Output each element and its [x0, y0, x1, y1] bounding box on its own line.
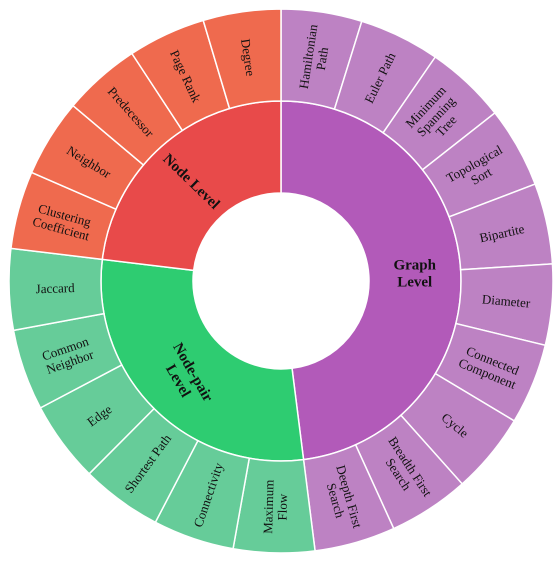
- outer-label-diameter: Diameter: [481, 291, 531, 310]
- sunburst-wedges: [8, 8, 554, 554]
- inner-label-graph-line: Graph: [393, 258, 436, 274]
- inner-label-graph-line: Level: [397, 275, 432, 291]
- outer-wedge-degree: [202, 8, 282, 110]
- outer-label-degree: Degree: [238, 38, 258, 78]
- outer-label-degree-line: Degree: [238, 38, 258, 78]
- outer-label-jaccard: Jaccard: [35, 280, 75, 296]
- outer-label-maximum-flow-line: Maximum: [260, 479, 276, 534]
- outer-label-jaccard-line: Jaccard: [35, 280, 75, 296]
- outer-label-maximum-flow-line: Flow: [274, 493, 290, 521]
- outer-label-maximum-flow: MaximumFlow: [260, 479, 290, 534]
- outer-label-hamiltonian-path-line: Path: [313, 46, 331, 72]
- outer-label-diameter-line: Diameter: [481, 291, 531, 310]
